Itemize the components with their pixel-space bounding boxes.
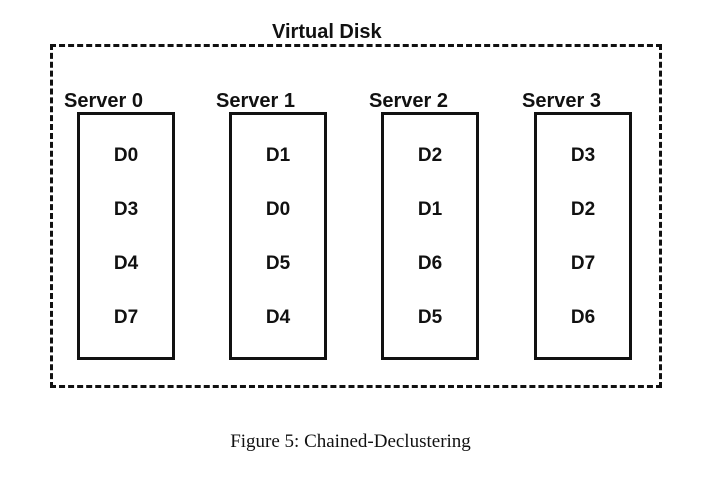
figure-caption: Figure 5: Chained-Declustering [230, 431, 471, 452]
virtual-disk-boundary [50, 44, 662, 388]
data-block: D6 [417, 253, 443, 274]
data-block: D3 [113, 199, 139, 220]
data-block: D7 [570, 253, 596, 274]
block-list-2: D2 D1 D6 D5 [384, 145, 476, 361]
virtual-disk-title: Virtual Disk [266, 20, 388, 44]
data-block: D3 [570, 145, 596, 166]
data-block: D6 [570, 307, 596, 328]
block-list-1: D1 D0 D5 D4 [232, 145, 324, 361]
data-block: D7 [113, 307, 139, 328]
server-label-0: Server 0 [64, 89, 143, 113]
data-block: D5 [265, 253, 291, 274]
server-box-2: D2 D1 D6 D5 [381, 112, 479, 360]
server-box-3: D3 D2 D7 D6 [534, 112, 632, 360]
server-box-0: D0 D3 D4 D7 [77, 112, 175, 360]
data-block: D4 [113, 253, 139, 274]
block-list-3: D3 D2 D7 D6 [537, 145, 629, 361]
data-block: D1 [265, 145, 291, 166]
block-list-0: D0 D3 D4 D7 [80, 145, 172, 361]
data-block: D2 [417, 145, 443, 166]
data-block: D0 [113, 145, 139, 166]
data-block: D1 [417, 199, 443, 220]
data-block: D5 [417, 307, 443, 328]
server-label-1: Server 1 [216, 89, 295, 113]
data-block: D0 [265, 199, 291, 220]
server-box-1: D1 D0 D5 D4 [229, 112, 327, 360]
data-block: D2 [570, 199, 596, 220]
server-label-3: Server 3 [522, 89, 601, 113]
data-block: D4 [265, 307, 291, 328]
server-label-2: Server 2 [369, 89, 448, 113]
